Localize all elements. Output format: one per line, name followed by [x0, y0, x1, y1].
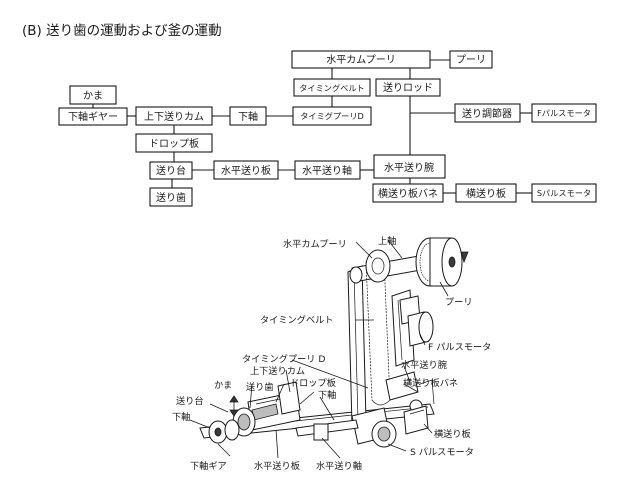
label-s-pulse-motor: S パルスモータ — [410, 447, 474, 458]
svg-text:送りロッド: 送りロッド — [383, 81, 433, 94]
label-pulley: プーリ — [445, 297, 473, 308]
s-pulse-motor — [351, 407, 397, 448]
mechanism-illustration: 水平カムプーリ 上軸 プーリ タイミングベルト F パルスモータ タイミングプー… — [172, 235, 491, 472]
flow-box-s-pulse-motor: Sパルスモータ — [531, 183, 597, 203]
flow-box-timing-pulley-d: タイミグプーリD — [292, 106, 372, 126]
label-drop-ita: ドロップ板 — [290, 377, 336, 389]
label-yoko-okuri-ita: 横送り板 — [434, 428, 471, 440]
svg-text:水平カムプーリ: 水平カムプーリ — [326, 54, 395, 66]
flow-box-pulley: プーリ — [449, 50, 493, 69]
svg-text:送り調節器: 送り調節器 — [462, 107, 512, 120]
label-kama: かま — [214, 380, 232, 391]
svg-text:上下送りカム: 上下送りカム — [144, 110, 204, 123]
label-timing-belt: タイミングベルト — [260, 314, 334, 326]
svg-text:ドロップ板: ドロップ板 — [149, 137, 199, 150]
flow-box-drop-ita: ドロップ板 — [135, 133, 213, 153]
svg-text:水平送り腕: 水平送り腕 — [384, 161, 434, 174]
svg-text:送り歯: 送り歯 — [156, 191, 186, 204]
flow-box-okuri-dai: 送り台 — [149, 161, 193, 180]
flow-box-okuri-ba: 送り歯 — [149, 187, 193, 207]
svg-text:Fパルスモータ: Fパルスモータ — [537, 108, 591, 118]
feed-arm — [385, 371, 435, 413]
label-timing-pulley-d: タイミングプーリ D — [242, 353, 326, 365]
label-suihei-okuri-ita: 水平送り板 — [254, 460, 300, 472]
flow-box-timing-belt: タイミングベルト — [293, 78, 371, 97]
svg-text:下軸: 下軸 — [238, 110, 258, 123]
upper-pulley — [415, 237, 463, 287]
mechanism-labels: 水平カムプーリ 上軸 プーリ タイミングベルト F パルスモータ タイミングプー… — [172, 235, 491, 472]
flow-box-okuri-chosetsuki: 送り調節器 — [454, 103, 521, 123]
f-pulse-motor — [407, 311, 434, 347]
flow-box-kajiku-gear: 下軸ギヤー — [58, 107, 128, 126]
flow-box-yoko-okuri-ita: 横送り板 — [455, 183, 517, 203]
flow-box-kajiku: 下軸 — [229, 106, 267, 126]
flow-box-suihei-okuri-jiku: 水平送り軸 — [294, 160, 361, 180]
lower-shaft-gear — [208, 419, 240, 444]
svg-text:送り台: 送り台 — [156, 164, 186, 177]
svg-text:横送り板: 横送り板 — [466, 187, 506, 200]
label-okuri-ba: 送り歯 — [246, 381, 274, 393]
section-title: (B) 送り歯の運動および釜の運動 — [22, 23, 222, 39]
label-kajiku-left: 下軸 — [172, 411, 190, 423]
svg-text:Sパルスモータ: Sパルスモータ — [537, 188, 591, 198]
label-suihei-cam-pulley: 水平カムプーリ — [283, 238, 347, 250]
label-okuri-dai: 送り台 — [176, 395, 204, 407]
horizontal-cam-pulley — [365, 249, 391, 283]
label-suihei-okuri-ude: 水平送り腕 — [401, 359, 447, 371]
svg-text:かま: かま — [83, 90, 103, 102]
svg-text:下軸ギヤー: 下軸ギヤー — [68, 110, 118, 123]
svg-text:水平送り板: 水平送り板 — [221, 164, 271, 177]
feed-table-assembly — [247, 381, 301, 431]
label-f-pulse-motor: F パルスモータ — [428, 342, 491, 353]
flow-box-joge-okuri-cam: 上下送りカム — [135, 106, 213, 126]
svg-text:タイミグプーリD: タイミグプーリD — [300, 111, 364, 121]
flow-box-suihei-okuri-ita: 水平送り板 — [213, 160, 279, 180]
svg-text:プーリ: プーリ — [456, 54, 486, 66]
label-kajiku-mid: 下軸 — [318, 389, 336, 401]
rotation-arrow-icon — [460, 251, 469, 264]
feed-adjuster — [391, 289, 421, 367]
label-joge-okuri-cam: 上下送りカム — [250, 365, 305, 377]
flowchart: かま 下軸ギヤー 上下送りカム 下軸 タイミグプーリD タイミングベルト 水平カ… — [58, 50, 597, 207]
flow-box-okuri-rod: 送りロッド — [375, 78, 441, 97]
flow-box-kama: かま — [69, 85, 117, 105]
label-suihei-okuri-jiku: 水平送り軸 — [316, 460, 362, 472]
label-yoko-okuri-ita-bane: 横送り板バネ — [403, 377, 458, 389]
flow-box-yoko-okuri-ita-bane: 横送り板バネ — [372, 183, 444, 203]
flow-box-suihei-okuri-ude: 水平送り腕 — [373, 154, 446, 179]
flow-connectors — [92, 59, 532, 194]
horizontal-feed-shaft — [295, 419, 359, 441]
flow-box-suihei-cam-pulley: 水平カムプーリ — [291, 50, 431, 69]
svg-text:タイミングベルト: タイミングベルト — [299, 83, 365, 93]
vertical-frame — [347, 265, 367, 427]
flow-box-f-pulse-motor: Fパルスモータ — [531, 103, 597, 123]
label-jojiku: 上軸 — [378, 235, 396, 247]
label-leader-lines — [189, 239, 449, 459]
up-down-arrow-icon — [229, 395, 239, 417]
label-kajiku-gear: 下軸ギア — [190, 460, 227, 472]
svg-text:横送り板バネ: 横送り板バネ — [378, 187, 438, 200]
svg-text:水平送り軸: 水平送り軸 — [302, 164, 352, 177]
